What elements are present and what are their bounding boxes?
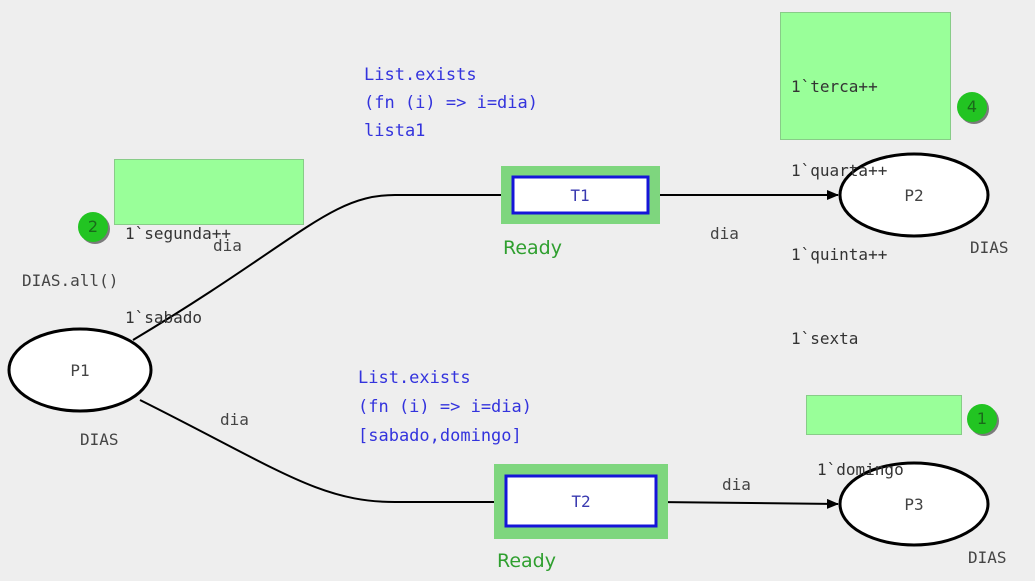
marking-p2-token: 1`sexta [791, 329, 859, 348]
transition-t1-guard-line-3: lista1 [364, 121, 425, 141]
place-p2-label: P2 [904, 186, 923, 205]
transition-t2-guard-line-2: (fn (i) => i=dia) [358, 397, 532, 417]
transition-t2[interactable] [504, 474, 658, 528]
transition-t2-guard-line-3: [sabado,domingo] [358, 426, 522, 446]
transition-t1-status: Ready [503, 237, 562, 259]
marking-p2-count-badge: 4 [957, 92, 987, 122]
place-p1-initial-marking: DIAS.all() [22, 271, 118, 290]
arc-p1-t2[interactable] [139, 399, 506, 507]
marking-p3: 1`domingo [806, 395, 962, 479]
arc-p1-t2-inscription: dia [220, 410, 249, 429]
marking-p1-count-badge: 2 [78, 212, 108, 242]
arc-p1-t1[interactable] [132, 190, 513, 341]
place-p1[interactable] [7, 327, 153, 413]
place-p1-label: P1 [70, 361, 89, 380]
place-p3[interactable] [838, 461, 990, 547]
marking-p2-token: 1`quarta++ [791, 161, 888, 180]
transition-t2-guard-line-1: List.exists [358, 368, 471, 388]
marking-p3-count-badge: 1 [967, 404, 997, 434]
transition-t1-label: T1 [570, 186, 589, 205]
marking-p2-token: 1`terca++ [791, 77, 878, 96]
transition-t1-guard-line-1: List.exists [364, 65, 477, 85]
place-p3-colorset: DIAS [968, 548, 1007, 567]
marking-p2: 1`terca++ 1`quarta++ 1`quinta++ 1`sexta [780, 12, 951, 348]
transition-t2-status: Ready [497, 550, 556, 572]
arc-t2-p3[interactable] [655, 498, 839, 509]
transition-t2-label: T2 [571, 492, 590, 511]
arc-t1-p2-inscription: dia [710, 224, 739, 243]
transition-t1-guard-line-2: (fn (i) => i=dia) [364, 93, 538, 113]
arc-p1-t1-inscription: dia [213, 236, 242, 255]
place-p2[interactable] [838, 152, 990, 238]
marking-p2-token: 1`quinta++ [791, 245, 888, 264]
place-p1-colorset: DIAS [80, 430, 119, 449]
place-p3-label: P3 [904, 495, 923, 514]
marking-p1: 1`segunda++ 1`sabado [114, 159, 304, 327]
marking-p3-token: 1`domingo [817, 460, 904, 479]
marking-p1-token: 1`segunda++ [125, 224, 231, 243]
arc-t2-p3-inscription: dia [722, 475, 751, 494]
place-p2-colorset: DIAS [970, 238, 1009, 257]
marking-p1-token: 1`sabado [125, 308, 203, 327]
transition-t1[interactable] [511, 175, 650, 215]
